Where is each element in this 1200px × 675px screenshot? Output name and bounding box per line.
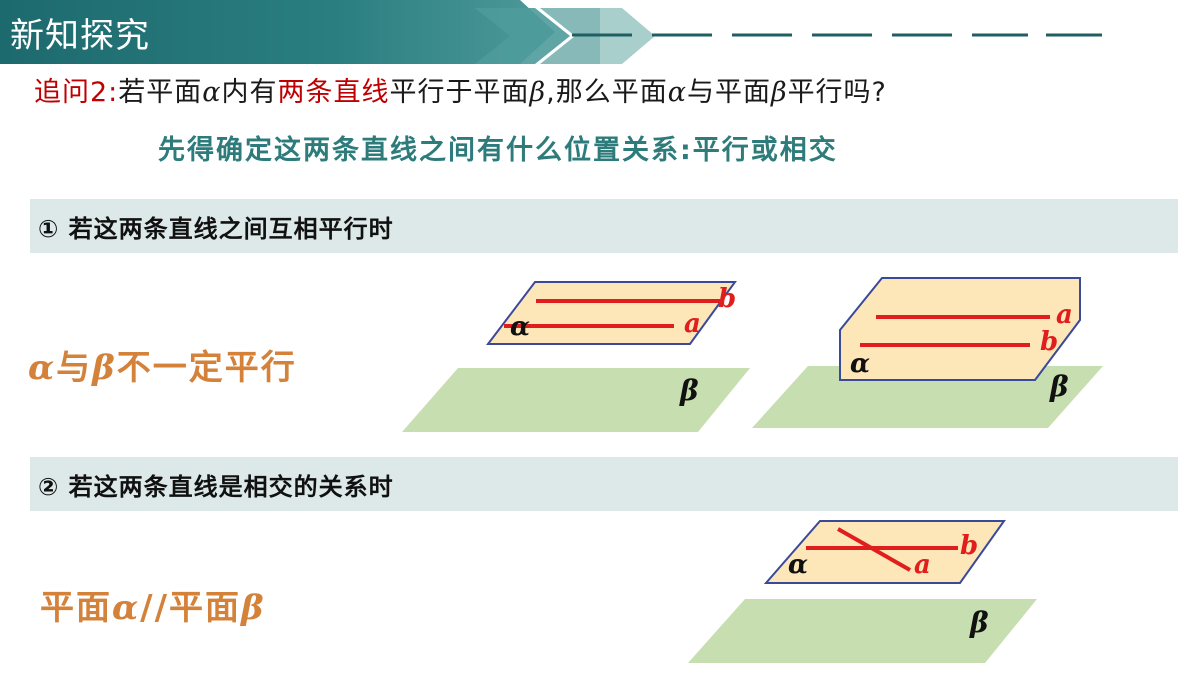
label-a-2: a [1056,300,1073,330]
question-highlight: 两条直线 [277,77,390,108]
plane-beta-1 [402,368,750,432]
header-banner [0,0,1102,64]
case1-conclusion-alpha: α [28,348,57,388]
question-text: 追问2:若平面α内有两条直线平行于平面β,那么平面α与平面β平行吗? [34,70,887,109]
case1-conclusion-rest: 不一定平行 [116,348,297,388]
case1-diagrams: b a α β a b α β [402,277,1103,432]
label-alpha-1: α [510,312,530,342]
question-part1: 若平面 [118,77,203,108]
plane-beta-3 [688,599,1037,663]
page-title: 新知探究 [10,16,150,56]
case1-band: ① 若这两条直线之间互相平行时 [30,199,1178,253]
label-b-3: b [960,531,978,561]
case1-conclusion-mid: 与 [56,348,93,388]
case1-label: ① 若这两条直线之间互相平行时 [38,215,394,243]
question-part5: 与平面 [686,77,771,108]
case2-conclusion-pre: 平面 [40,588,112,628]
question-alpha-2: α [667,77,687,108]
plane-alpha-1 [485,281,737,345]
banner-dark-shape [0,0,555,64]
question-part6: 平行吗? [787,77,887,108]
label-a-1: a [684,309,701,339]
question-part4: ,那么平面 [546,77,668,108]
case1-conclusion: α与β不一定平行 [28,340,297,389]
question-beta-2: β [770,77,788,108]
label-beta-1: β [679,374,699,407]
question-alpha: α [202,77,222,108]
plane-alpha-2 [839,277,1081,381]
label-alpha-3: α [788,550,808,580]
label-beta-3: β [969,606,989,639]
case2-diagram: b a α β [688,520,1037,663]
plane-alpha-3 [763,520,1006,584]
subheading: 先得确定这两条直线之间有什么位置关系:平行或相交 [158,135,838,166]
case2-conclusion-beta: β [241,588,266,628]
plane-beta-2 [752,366,1103,428]
label-beta-2: β [1049,370,1069,403]
banner-chevron-1 [475,8,570,64]
label-alpha-2: α [850,349,870,379]
question-beta: β [529,77,547,108]
case2-label: ② 若这两条直线是相交的关系时 [38,473,394,501]
case2-conclusion-alpha: α [112,588,141,628]
label-b-2: b [1040,327,1058,357]
case2-band: ② 若这两条直线是相交的关系时 [30,457,1178,511]
label-b-1: b [718,284,736,314]
line-a-3 [837,527,911,572]
question-part2: 内有 [221,77,278,108]
question-prefix: 追问2: [34,77,119,108]
question-part3: 平行于平面 [389,77,530,108]
case2-conclusion: 平面α//平面β [40,580,266,629]
case1-conclusion-beta: β [92,348,117,388]
case2-conclusion-mid: //平面 [140,588,242,628]
label-a-3: a [914,550,931,580]
